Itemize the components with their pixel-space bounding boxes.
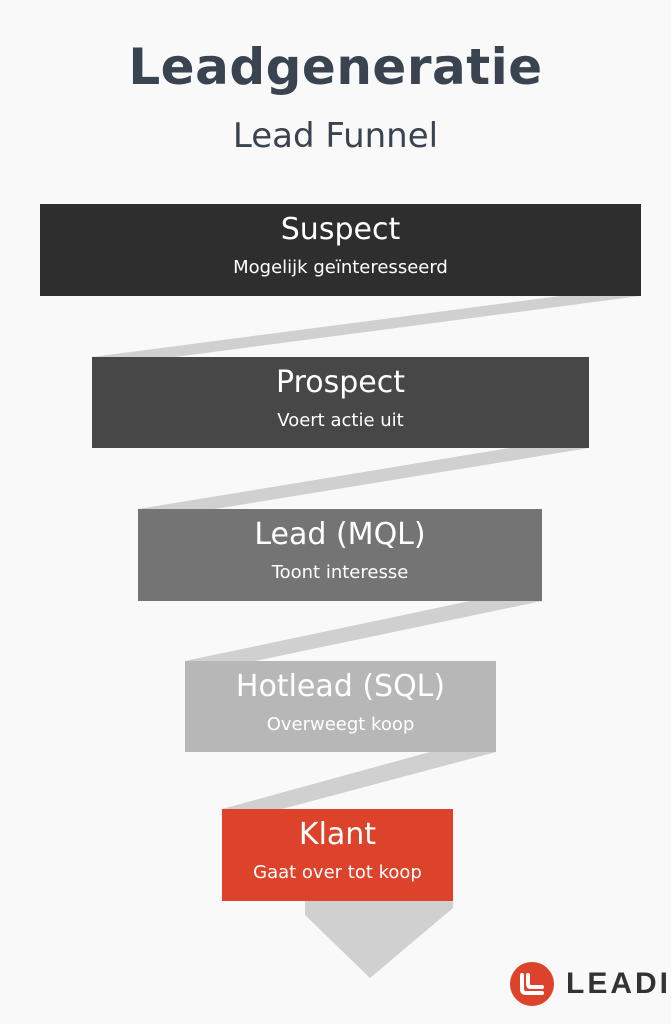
page-subtitle: Lead Funnel <box>232 116 439 156</box>
ribbon-segment-1 <box>92 296 640 357</box>
stage-prospect: Prospect Voert actie uit <box>92 357 589 448</box>
stage-description: Mogelijk geïnteresseerd <box>233 257 448 278</box>
stage-name: Suspect <box>280 212 401 247</box>
leadi-logo-text: LEADI <box>566 967 671 1000</box>
ribbon-tail <box>305 901 453 978</box>
stage-description: Gaat over tot koop <box>253 862 422 883</box>
ribbon-segment-4 <box>222 752 496 809</box>
leadi-logo-icon <box>510 962 554 1006</box>
page-title: Leadgeneratie <box>128 38 543 96</box>
stage-name: Hotlead (SQL) <box>235 669 446 704</box>
stage-klant: Klant Gaat over tot koop <box>222 809 453 901</box>
stage-name: Lead (MQL) <box>254 517 426 552</box>
ribbon-segment-3 <box>185 601 542 661</box>
stage-name: Prospect <box>276 365 405 400</box>
stage-description: Toont interesse <box>271 562 409 583</box>
leadi-logo: LEADI <box>510 962 668 1008</box>
ribbon-segment-2 <box>138 448 589 509</box>
stage-description: Voert actie uit <box>277 410 404 431</box>
stage-suspect: Suspect Mogelijk geïnteresseerd <box>40 204 641 296</box>
stage-name: Klant <box>298 817 377 852</box>
stage-lead-mql: Lead (MQL) Toont interesse <box>138 509 542 601</box>
stage-description: Overweegt koop <box>266 714 415 735</box>
stage-hotlead-sql: Hotlead (SQL) Overweegt koop <box>185 661 496 752</box>
